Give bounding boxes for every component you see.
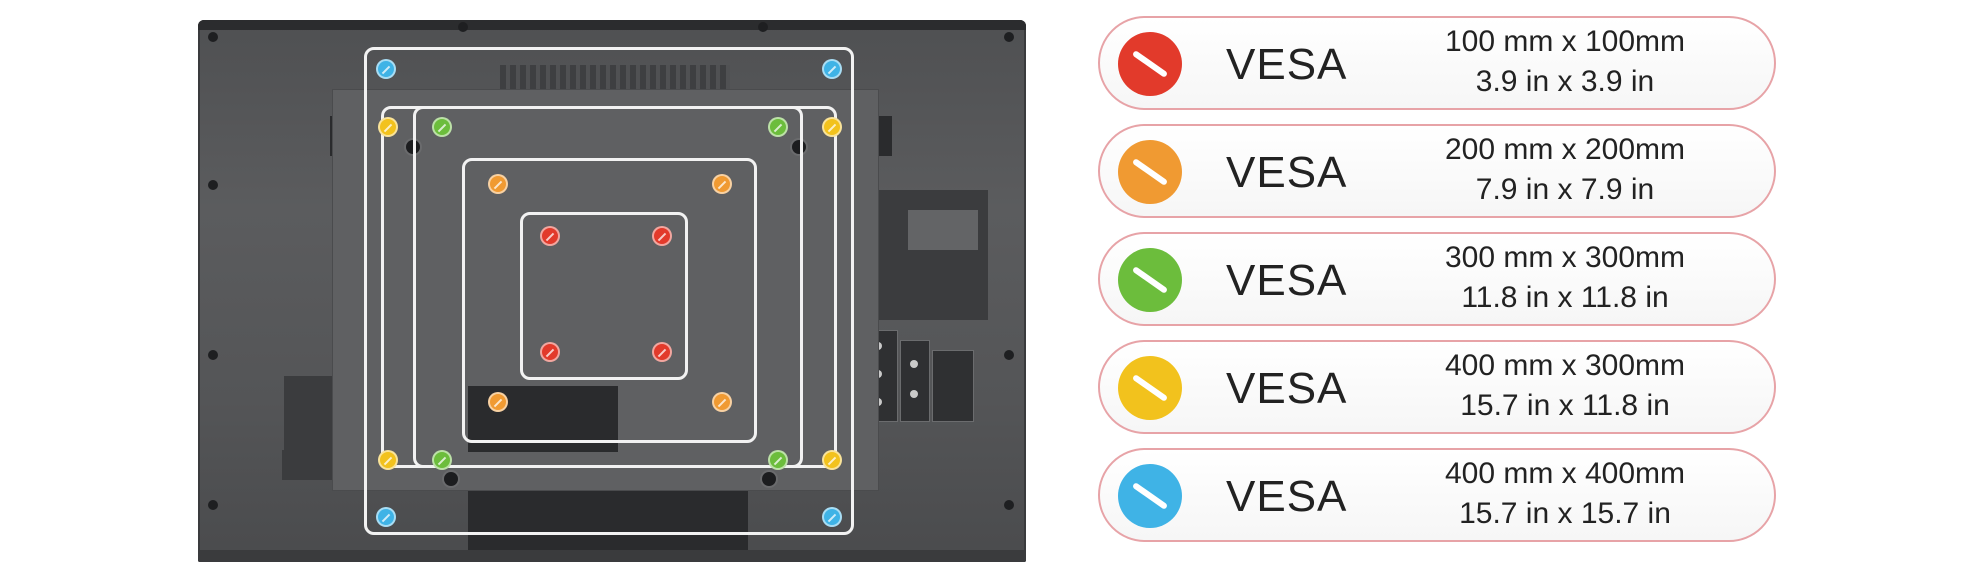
- rear-io-bezel: [908, 210, 978, 250]
- vesa-hole-red: [652, 226, 672, 246]
- legend-metric-size: 200 mm x 200mm: [1400, 130, 1730, 170]
- vesa-hole-blue: [376, 59, 396, 79]
- red-badge-icon: [1118, 32, 1182, 96]
- legend-metric-size: 300 mm x 300mm: [1400, 238, 1730, 278]
- legend-imperial-size: 3.9 in x 3.9 in: [1400, 62, 1730, 102]
- legend-row-200x200: VESA 200 mm x 200mm 7.9 in x 7.9 in: [1098, 124, 1776, 218]
- edge-screw: [208, 500, 218, 510]
- vesa-hole-red: [540, 342, 560, 362]
- legend-label: VESA: [1226, 148, 1347, 198]
- edge-screw: [208, 32, 218, 42]
- legend-metric-size: 400 mm x 400mm: [1400, 454, 1730, 494]
- legend-row-300x300: VESA 300 mm x 300mm 11.8 in x 11.8 in: [1098, 232, 1776, 326]
- legend-label: VESA: [1226, 472, 1347, 522]
- legend-metric-size: 400 mm x 300mm: [1400, 346, 1730, 386]
- edge-screw: [1004, 350, 1014, 360]
- legend-imperial-size: 7.9 in x 7.9 in: [1400, 170, 1730, 210]
- vesa-hole-blue: [822, 59, 842, 79]
- edge-screw: [758, 22, 768, 32]
- vesa-hole-orange: [488, 174, 508, 194]
- edge-screw: [1004, 500, 1014, 510]
- legend-row-100x100: VESA 100 mm x 100mm 3.9 in x 3.9 in: [1098, 16, 1776, 110]
- vesa-hole-yellow: [822, 117, 842, 137]
- vesa-hole-yellow: [378, 450, 398, 470]
- tv-back-illustration: [198, 20, 1026, 562]
- vesa-hole-green: [432, 117, 452, 137]
- legend-imperial-size: 15.7 in x 15.7 in: [1400, 494, 1730, 534]
- legend-row-400x300: VESA 400 mm x 300mm 15.7 in x 11.8 in: [1098, 340, 1776, 434]
- edge-screw: [1004, 32, 1014, 42]
- blue-badge-icon: [1118, 464, 1182, 528]
- vesa-hole-blue: [822, 507, 842, 527]
- tv-bottom-edge: [198, 550, 1026, 562]
- vesa-hole-orange: [712, 392, 732, 412]
- port-pin: [910, 390, 918, 398]
- vesa-hole-blue: [376, 507, 396, 527]
- edge-screw: [458, 22, 468, 32]
- edge-screw: [208, 350, 218, 360]
- yellow-badge-icon: [1118, 356, 1182, 420]
- legend-imperial-size: 11.8 in x 11.8 in: [1400, 278, 1730, 318]
- legend-metric-size: 100 mm x 100mm: [1400, 22, 1730, 62]
- av-port-bank: [900, 340, 930, 422]
- vesa-hole-green: [768, 117, 788, 137]
- legend-label: VESA: [1226, 364, 1347, 414]
- vesa-hole-red: [540, 226, 560, 246]
- green-badge-icon: [1118, 248, 1182, 312]
- vesa-hole-green: [432, 450, 452, 470]
- vesa-hole-red: [652, 342, 672, 362]
- hdmi-port-bank: [932, 350, 974, 422]
- legend-imperial-size: 15.7 in x 11.8 in: [1400, 386, 1730, 426]
- tv-top-edge: [198, 20, 1026, 30]
- vesa-hole-yellow: [822, 450, 842, 470]
- vesa-hole-orange: [712, 174, 732, 194]
- vesa-hole-yellow: [378, 117, 398, 137]
- legend-row-400x400: VESA 400 mm x 400mm 15.7 in x 15.7 in: [1098, 448, 1776, 542]
- vesa-hole-green: [768, 450, 788, 470]
- port-pin: [910, 360, 918, 368]
- orange-badge-icon: [1118, 140, 1182, 204]
- vesa-hole-orange: [488, 392, 508, 412]
- legend-label: VESA: [1226, 256, 1347, 306]
- legend-label: VESA: [1226, 40, 1347, 90]
- edge-screw: [208, 180, 218, 190]
